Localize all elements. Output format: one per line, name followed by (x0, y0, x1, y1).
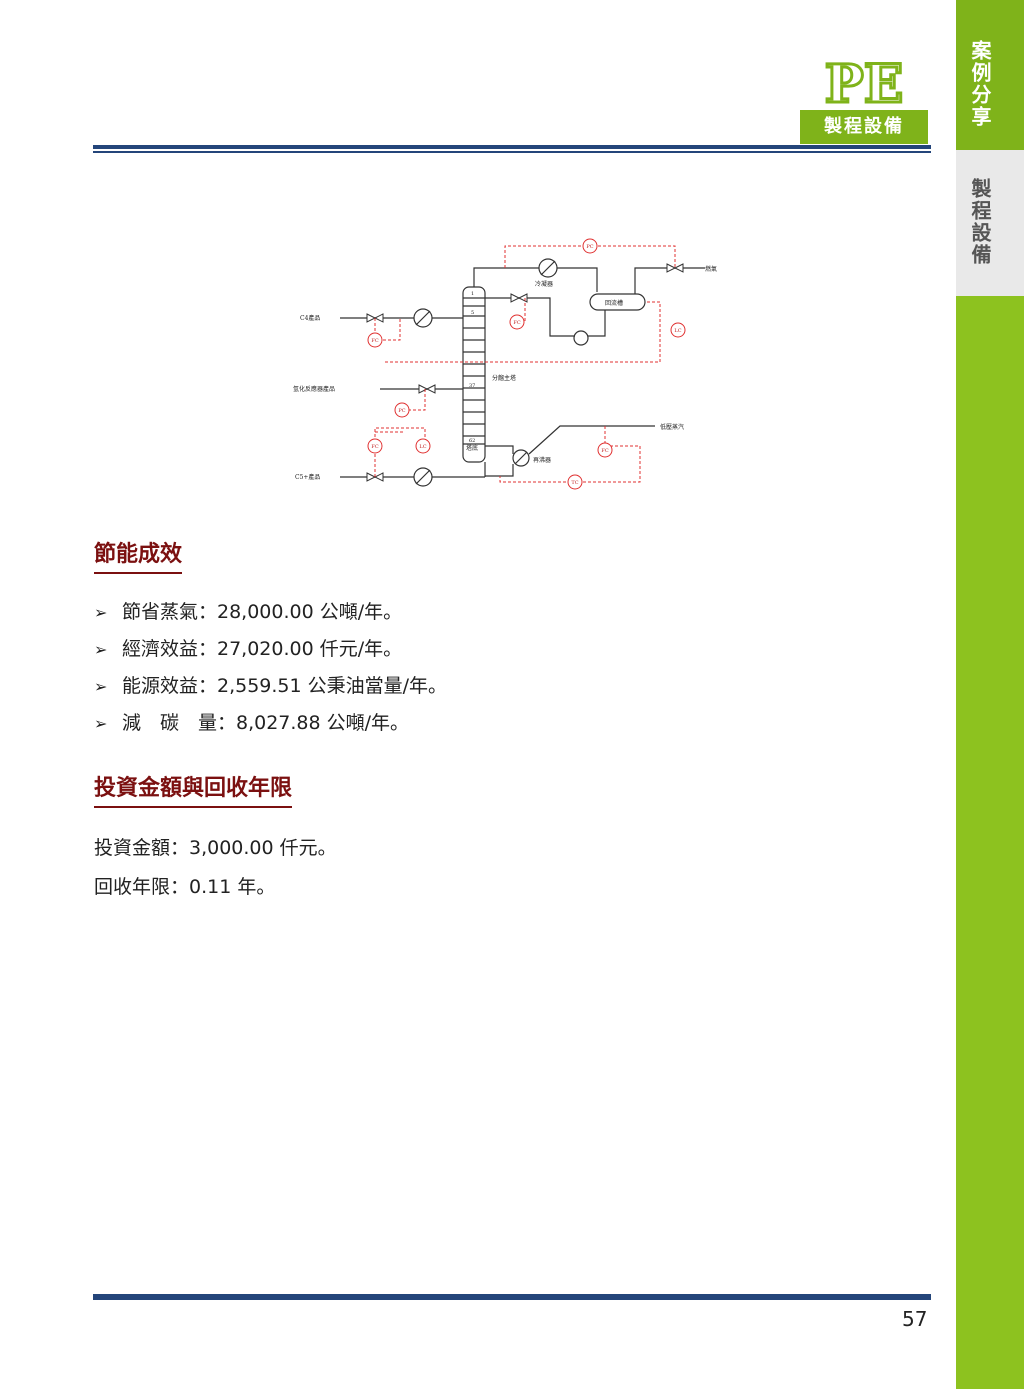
side-tab-process-equipment-label: 製程設備 (968, 178, 992, 266)
header-rule (93, 145, 931, 153)
label-reflux: 回流槽 (605, 299, 623, 307)
controller-fc-steam: FC (601, 448, 608, 454)
section-investment-title: 投資金額與回收年限 (94, 770, 293, 808)
pe-logo: PE (823, 60, 905, 108)
controller-fc-reflux: FC (513, 320, 520, 326)
controller-pc-feed: PC (398, 408, 405, 414)
arrow-bullet-icon: ➢ (94, 677, 108, 696)
header-category-label: 製程設備 (800, 110, 928, 144)
controller-pc-top: PC (586, 244, 593, 250)
tray-37: 37 (469, 383, 475, 389)
pe-logo-text: PE (825, 60, 904, 108)
controller-tc: TC (571, 480, 578, 486)
label-c5: C5+產品 (295, 473, 320, 481)
tray-1: 1 (471, 291, 474, 297)
tray-62: 62 (469, 438, 475, 444)
section-energy-savings-title: 節能成效 (94, 536, 183, 574)
controller-fc-c5: FC (371, 444, 378, 450)
label-bottom: 塔底 (466, 444, 478, 452)
label-fuel: 燃氣 (705, 265, 717, 273)
economic-benefit: 經濟效益：27,020.00 仟元/年。 (122, 638, 403, 660)
list-item: ➢ 節省蒸氣：28,000.00 公噸/年。 (94, 594, 447, 631)
list-item: ➢ 能源效益：2,559.51 公秉油當量/年。 (94, 668, 447, 705)
label-column: 分餾主塔 (492, 374, 516, 382)
list-item: ➢ 減 碳 量：8,027.88 公噸/年。 (94, 705, 447, 742)
steam-savings: 節省蒸氣：28,000.00 公噸/年。 (122, 601, 403, 623)
energy-savings-list: ➢ 節省蒸氣：28,000.00 公噸/年。 ➢ 經濟效益：27,020.00 仟元… (94, 594, 447, 742)
label-reactor: 氫化反應器產品 (293, 385, 335, 393)
controller-fc-c4: FC (371, 338, 378, 344)
arrow-bullet-icon: ➢ (94, 603, 108, 622)
controller-lc-bottom: LC (419, 444, 426, 450)
tray-5: 5 (471, 310, 474, 316)
page-number: 57 (902, 1307, 928, 1331)
footer-rule (93, 1292, 931, 1300)
energy-benefit: 能源效益：2,559.51 公秉油當量/年。 (122, 675, 448, 697)
label-steam: 低壓蒸汽 (660, 423, 684, 431)
label-c4: C4產品 (300, 314, 320, 322)
process-flow-diagram: PC FC FC LC PC FC LC FC TC C4產品 氫化反應器產品 … (293, 238, 717, 490)
side-tab-case-study[interactable] (956, 0, 1024, 150)
side-tab-case-study-label: 案例分享 (968, 40, 992, 128)
side-tab-process-equipment[interactable] (956, 150, 1024, 296)
label-reboiler: 再沸器 (533, 456, 551, 464)
payback-period: 回收年限：0.11 年。 (94, 876, 276, 898)
list-item: ➢ 經濟效益：27,020.00 仟元/年。 (94, 631, 447, 668)
arrow-bullet-icon: ➢ (94, 640, 108, 659)
investment-amount: 投資金額：3,000.00 仟元。 (94, 837, 337, 859)
arrow-bullet-icon: ➢ (94, 714, 108, 733)
label-condenser: 冷凝器 (535, 280, 553, 288)
controller-lc-drum: LC (674, 328, 681, 334)
carbon-reduction: 減 碳 量：8,027.88 公噸/年。 (122, 712, 410, 734)
